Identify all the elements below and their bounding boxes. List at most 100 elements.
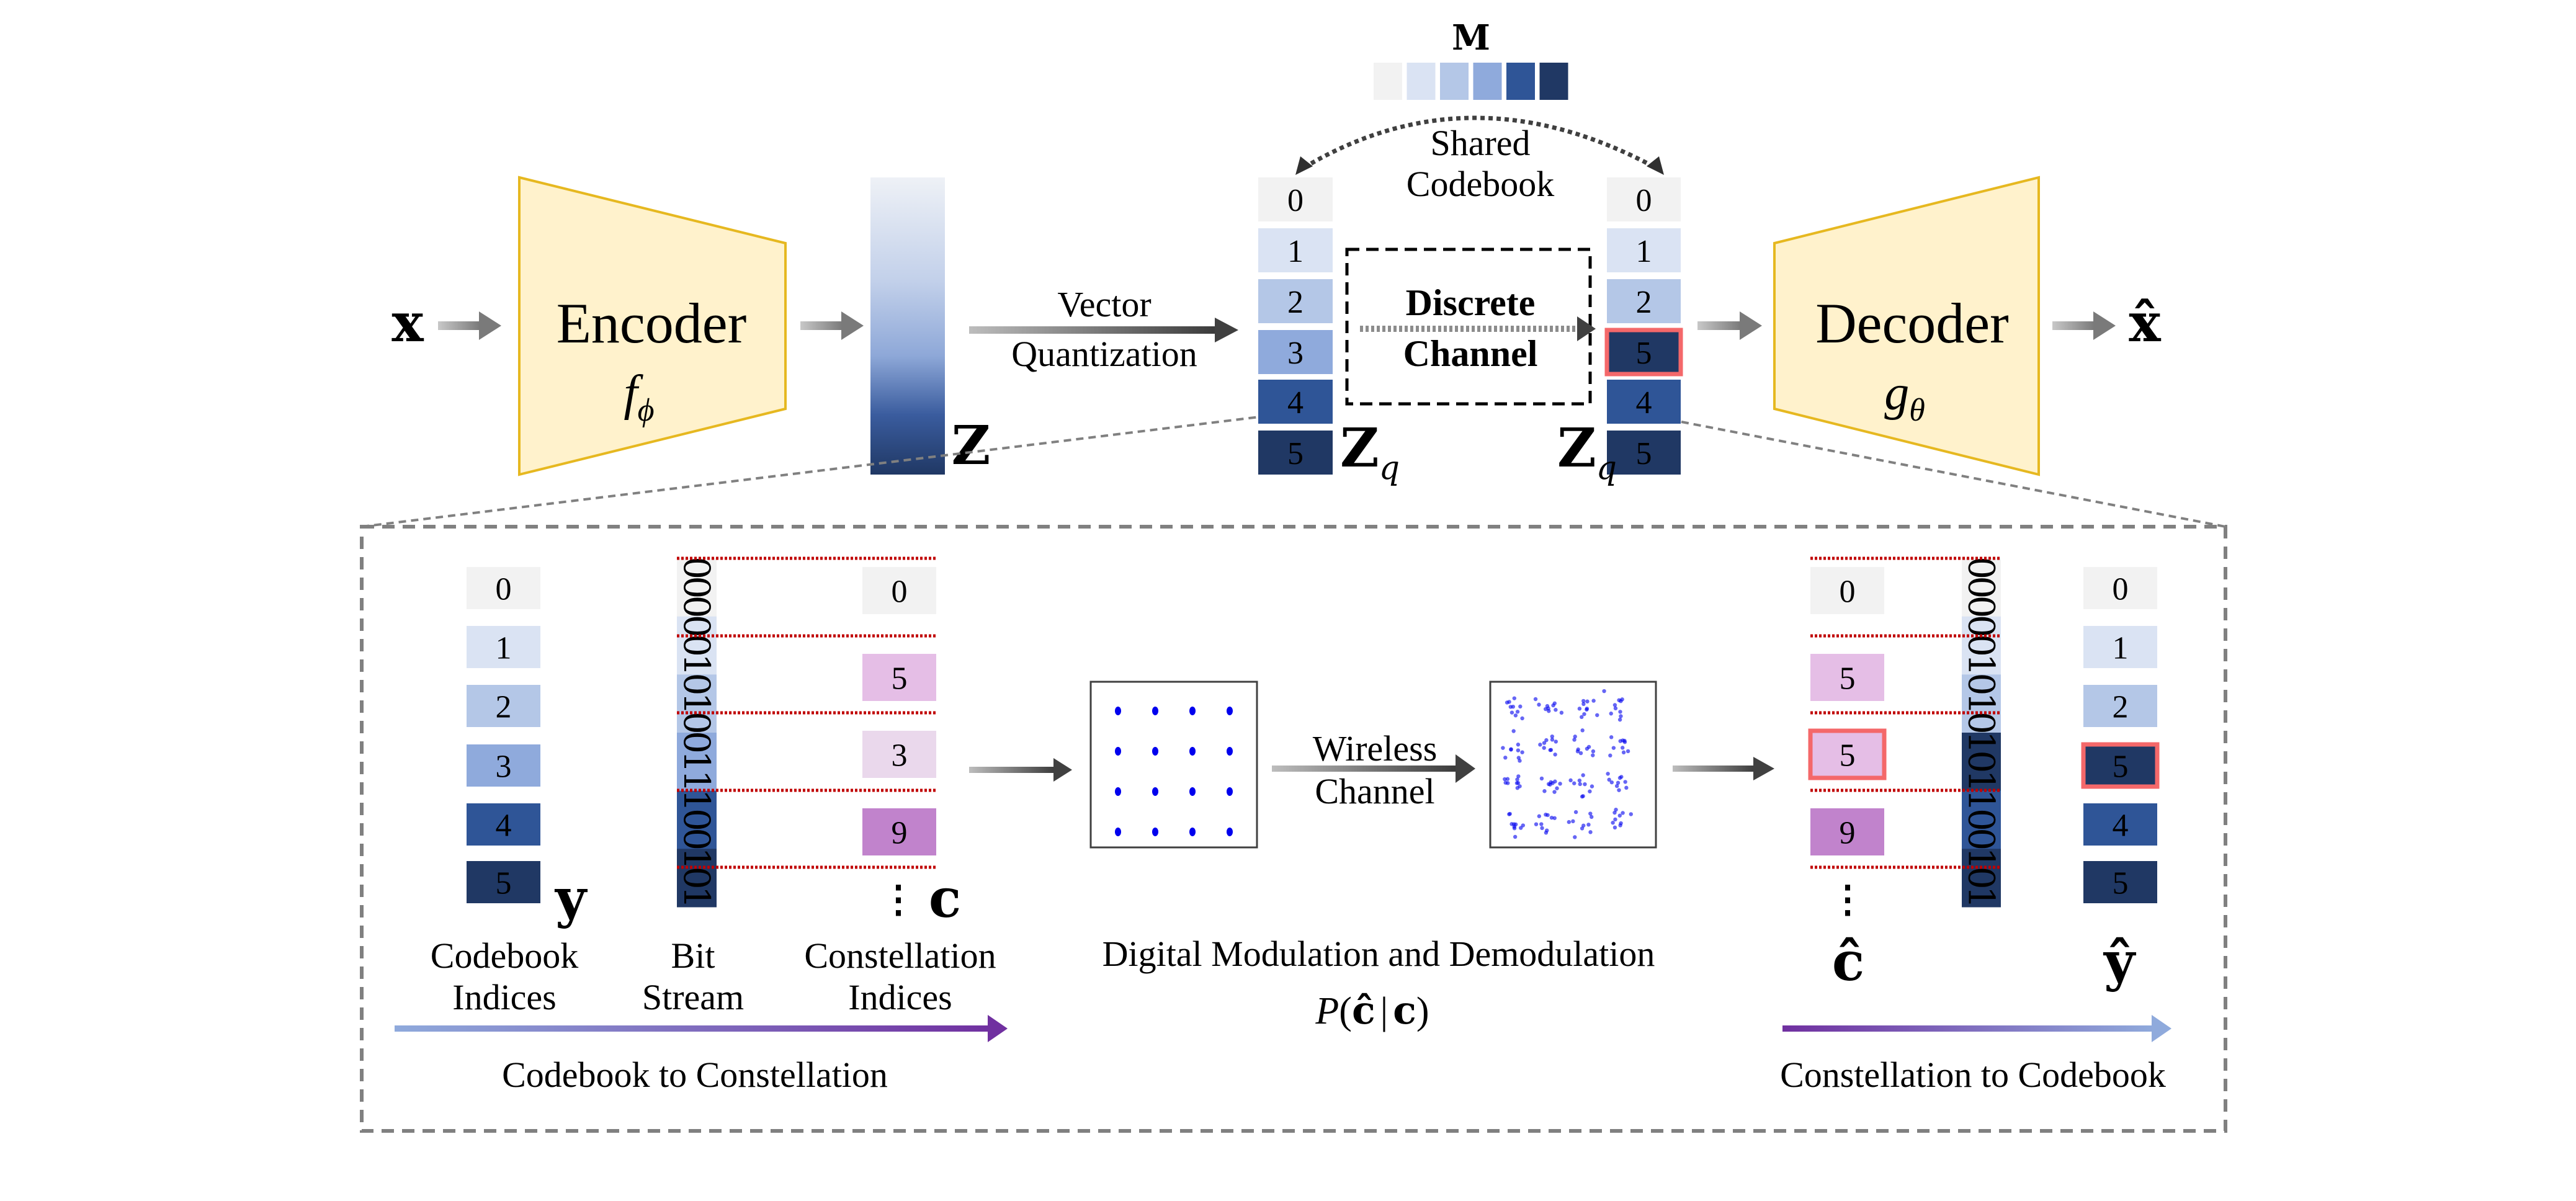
rx-constellation-point <box>1580 794 1585 799</box>
received-index-cell-value: 9 <box>1840 816 1856 851</box>
rx-constellation-point <box>1521 823 1526 828</box>
codebook-index-cell-value: 5 <box>496 866 512 901</box>
constellation-index-cell-box <box>862 731 936 778</box>
decoded-index-cell: 4 <box>2083 803 2157 846</box>
output-x-hat-label: x̂ <box>2129 292 2161 354</box>
zoom-connector-right <box>1681 421 2226 528</box>
bit: 1 <box>676 750 718 773</box>
rx-constellation-point <box>1539 776 1544 781</box>
rx-constellation-point <box>1544 707 1548 712</box>
tx-constellation-point <box>1227 787 1233 796</box>
discrete-channel-line2: Channel <box>1403 333 1538 374</box>
codebook-m-label: M <box>1452 17 1490 58</box>
rx-constellation-point <box>1612 810 1617 815</box>
rx-constellation-point <box>1573 835 1577 839</box>
tx-constellation-point <box>1152 787 1158 796</box>
rx-constellation-point <box>1583 782 1587 787</box>
rx-codebook-cell-box <box>1604 328 1683 377</box>
rx-constellation-point <box>1513 834 1518 839</box>
constellation-index-cell: 3 <box>862 731 936 778</box>
rx-constellation-point <box>1551 703 1555 708</box>
rx-constellation-point <box>1606 772 1610 776</box>
bit: 0 <box>1961 634 2003 657</box>
tx-constellation-point <box>1152 747 1158 756</box>
codebook-index-cell: 5 <box>467 861 540 903</box>
rx-constellation-point <box>1617 813 1622 818</box>
tx-constellation-plot <box>1089 681 1258 849</box>
bit: 0 <box>1961 556 2003 579</box>
received-index-cell: 5 <box>1810 654 1884 701</box>
rx-constellation-point <box>1595 713 1599 717</box>
decoder-title: Decoder <box>1815 292 2009 355</box>
rx-constellation-point <box>1573 734 1577 739</box>
bit: 1 <box>676 770 718 793</box>
rx-constellation-point <box>1545 828 1549 833</box>
bit-group-background <box>677 849 717 908</box>
bit: 1 <box>1961 731 2003 754</box>
constellation-indices-label-line2: Indices <box>848 977 952 1017</box>
rx-constellation-point <box>1578 751 1583 756</box>
rx-constellation-point <box>1568 778 1573 783</box>
received-index-cell-value: 5 <box>1840 661 1856 697</box>
tx-constellation-point <box>1152 707 1158 715</box>
received-index-cell: 0 <box>1810 567 1884 614</box>
tx-codebook-cell: 0 <box>1258 177 1333 221</box>
decoded-index-cell-box <box>2083 567 2157 609</box>
tx-constellation-point <box>1227 828 1233 836</box>
decoded-index-cell-value: 5 <box>2113 866 2129 901</box>
wireless-channel-arrow <box>1272 754 1475 783</box>
bit: 0 <box>676 596 718 618</box>
rx-constellation-point <box>1612 825 1617 830</box>
rx-constellation-point <box>1518 704 1523 709</box>
rx-constellation-point <box>1520 716 1524 721</box>
rx-constellation-point <box>1607 777 1611 782</box>
rx-constellation-point <box>1614 807 1618 812</box>
rx-constellation-point <box>1516 748 1521 752</box>
rx-constellation-point <box>1614 784 1619 788</box>
rx-constellation-point <box>1545 703 1550 708</box>
zq-rx-label: Zq <box>1557 417 1617 487</box>
y-label: y <box>554 867 588 930</box>
encoder-to-latent-arrow <box>800 311 864 340</box>
rx-constellation-point <box>1507 700 1511 704</box>
bit: 0 <box>676 615 718 638</box>
rx-constellation-point <box>1518 784 1522 788</box>
rx-constellation-point <box>1608 753 1612 758</box>
c-ellipsis: ⋮ <box>880 879 917 920</box>
rx-constellation-point <box>1629 812 1633 816</box>
rx-constellation-point <box>1585 707 1590 711</box>
rx-constellation-point <box>1511 704 1515 709</box>
codebook-m-swatches <box>1374 63 1568 100</box>
rx-constellation-point <box>1591 699 1596 703</box>
codebook-index-cell-box <box>467 861 540 903</box>
tx-constellation-point <box>1189 828 1196 836</box>
decoded-index-cell-value: 1 <box>2113 631 2129 666</box>
rx-constellation-point <box>1533 697 1538 702</box>
constellation-index-cell-value: 3 <box>892 738 908 774</box>
rx-constellation-point <box>1618 710 1622 714</box>
rx-constellation-point <box>1559 710 1564 715</box>
rx-constellation-point <box>1513 822 1518 827</box>
rx-constellation-point <box>1612 703 1617 707</box>
rx-constellation-point <box>1588 811 1593 816</box>
rx-constellation-point <box>1609 735 1614 739</box>
rx-codebook-cell-box <box>1607 177 1681 221</box>
rx-constellation-point <box>1580 715 1584 720</box>
bit: 0 <box>676 712 718 734</box>
rx-codebook-cell-box <box>1607 228 1681 272</box>
rx-constellation-point <box>1554 708 1558 712</box>
rx-constellation-point <box>1621 811 1625 815</box>
rx-codebook-cell-value: 0 <box>1636 183 1652 218</box>
rx-constellation-point <box>1581 699 1586 703</box>
constellation-indices-label-line1: Constellation <box>804 935 996 976</box>
rx-constellation-point <box>1537 702 1541 707</box>
bit: 1 <box>676 789 718 812</box>
rx-constellation-point <box>1621 746 1625 750</box>
shared-label-line1: Shared <box>1430 123 1530 163</box>
rx-constellation-point <box>1539 822 1544 826</box>
